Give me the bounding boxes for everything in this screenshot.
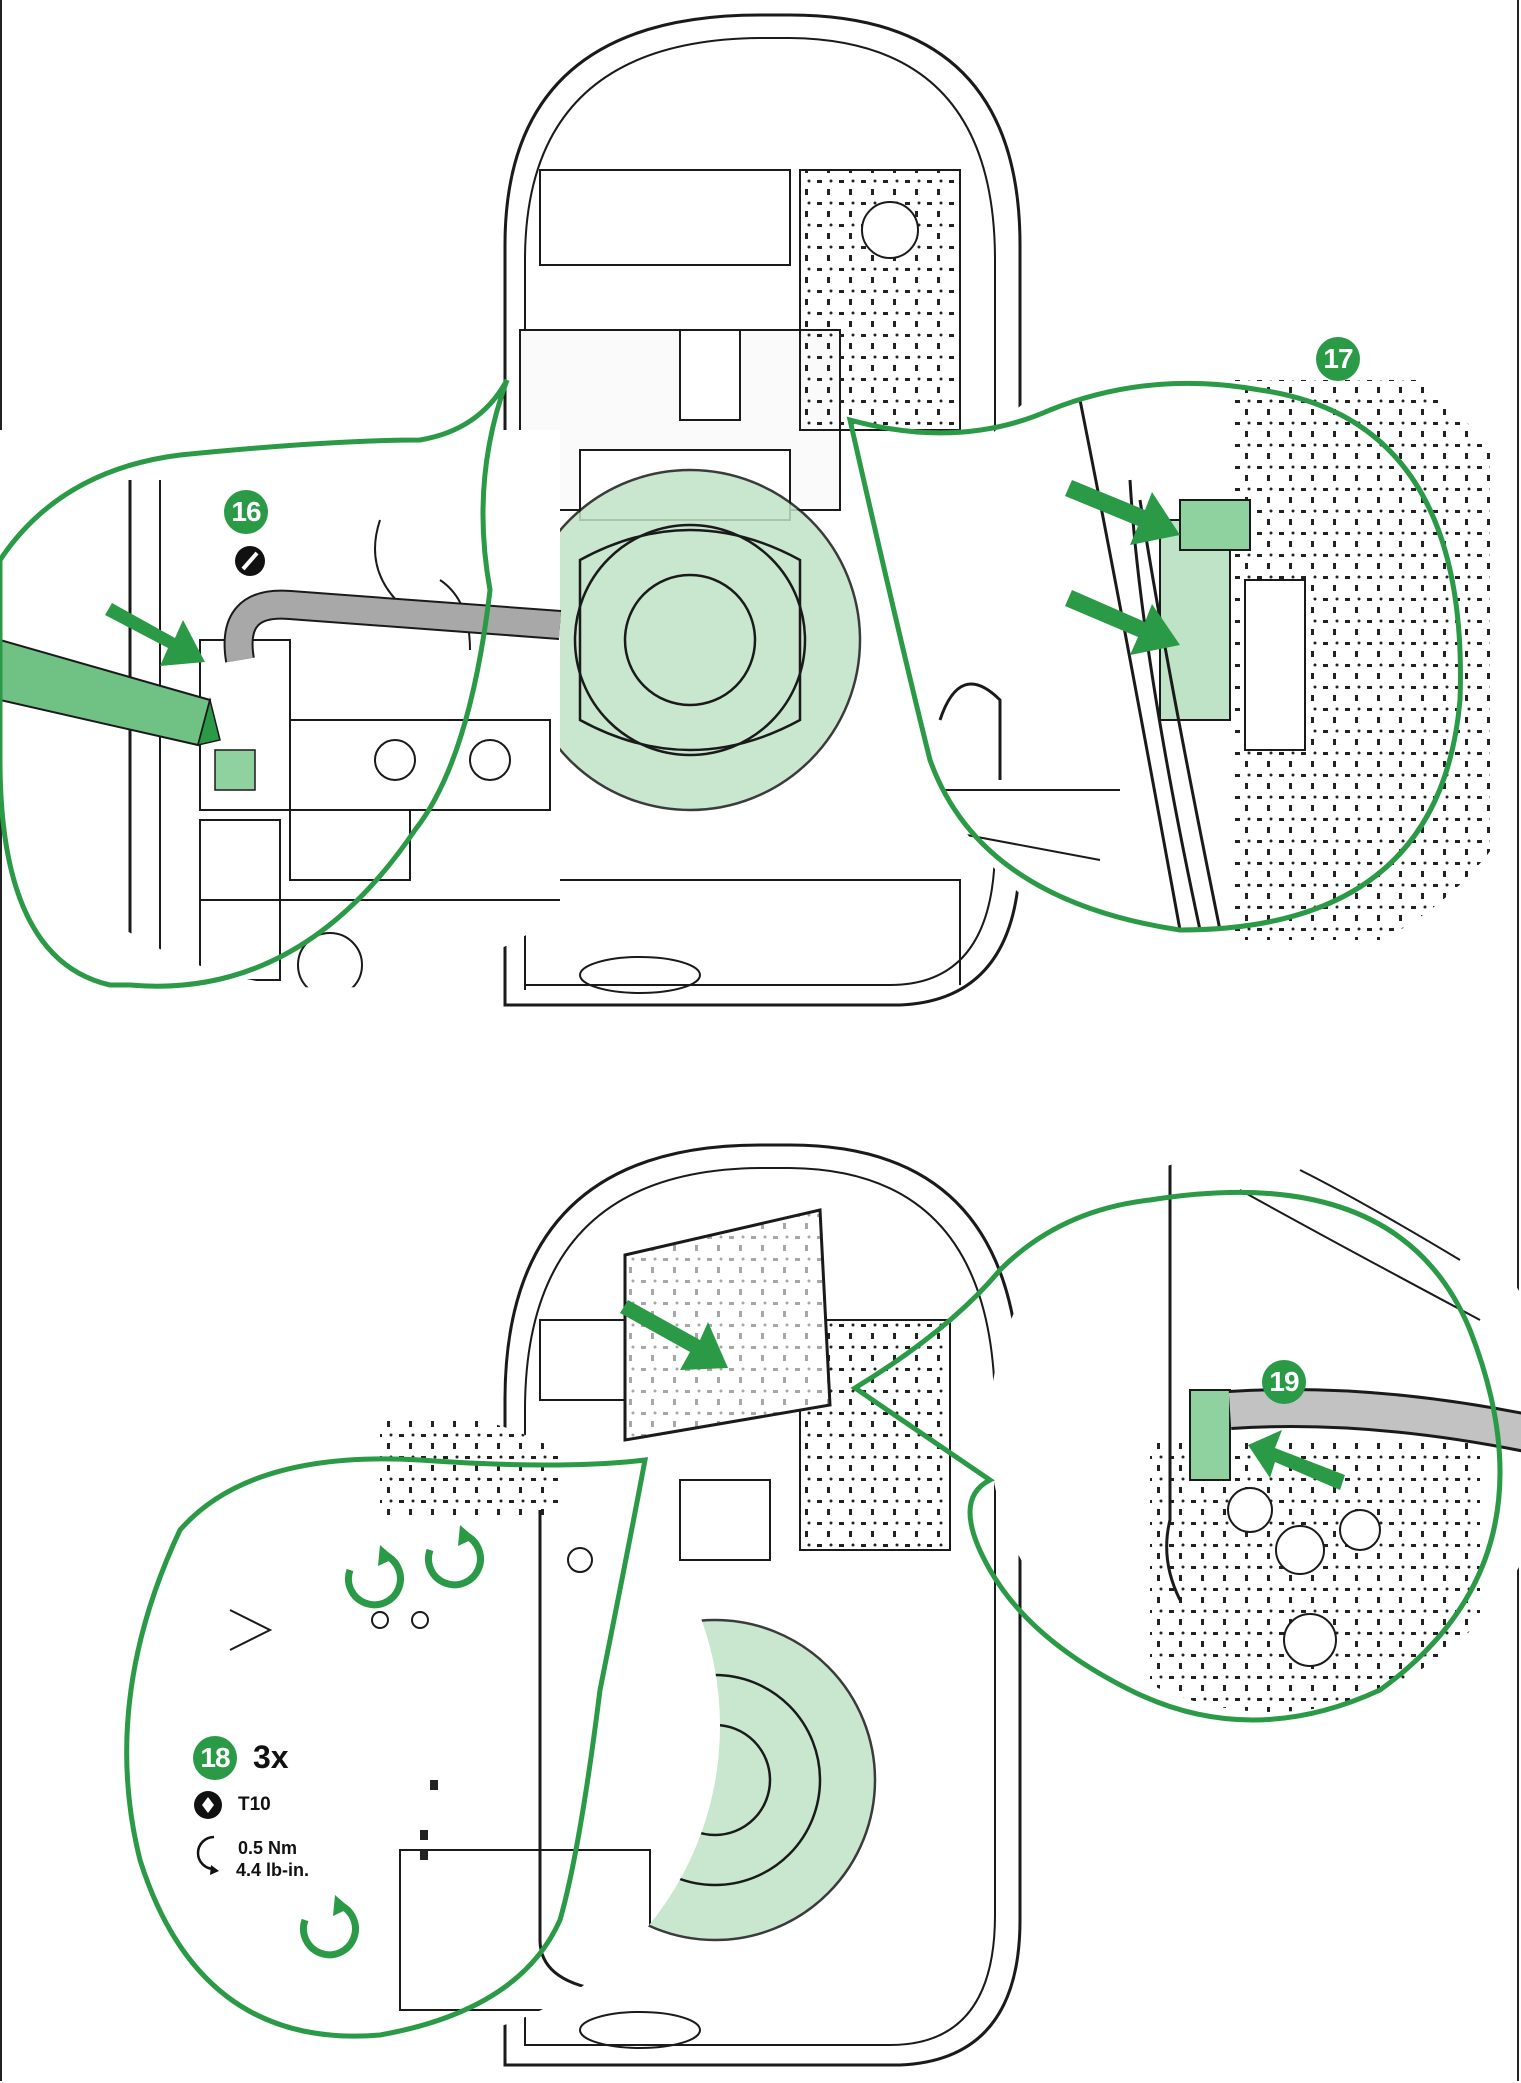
torx-icon xyxy=(194,1791,222,1819)
motor-cover-top xyxy=(518,468,862,812)
torque-nm-label: 0.5 Nm xyxy=(238,1838,298,1858)
flat-screwdriver-icon xyxy=(235,546,265,576)
callout-16 xyxy=(0,378,562,989)
step-badge-19: 19 xyxy=(1262,1360,1306,1404)
screw-rotation-arrows xyxy=(299,1531,484,1959)
step-badge-16: 16 xyxy=(224,490,268,534)
quantity-label: 3x xyxy=(253,1739,289,1775)
step-badge-18: 18 xyxy=(193,1736,237,1780)
bit-label: T10 xyxy=(238,1794,271,1815)
callout-18 xyxy=(100,1411,720,2040)
torque-rotation-icon xyxy=(196,1835,219,1875)
callout-17 xyxy=(846,380,1490,940)
pcb-board xyxy=(620,1208,832,1442)
callout-19 xyxy=(850,1146,1521,1723)
torque-lbin-label: 4.4 lb-in. xyxy=(236,1860,310,1880)
step-badge-17: 17 xyxy=(1316,337,1360,381)
